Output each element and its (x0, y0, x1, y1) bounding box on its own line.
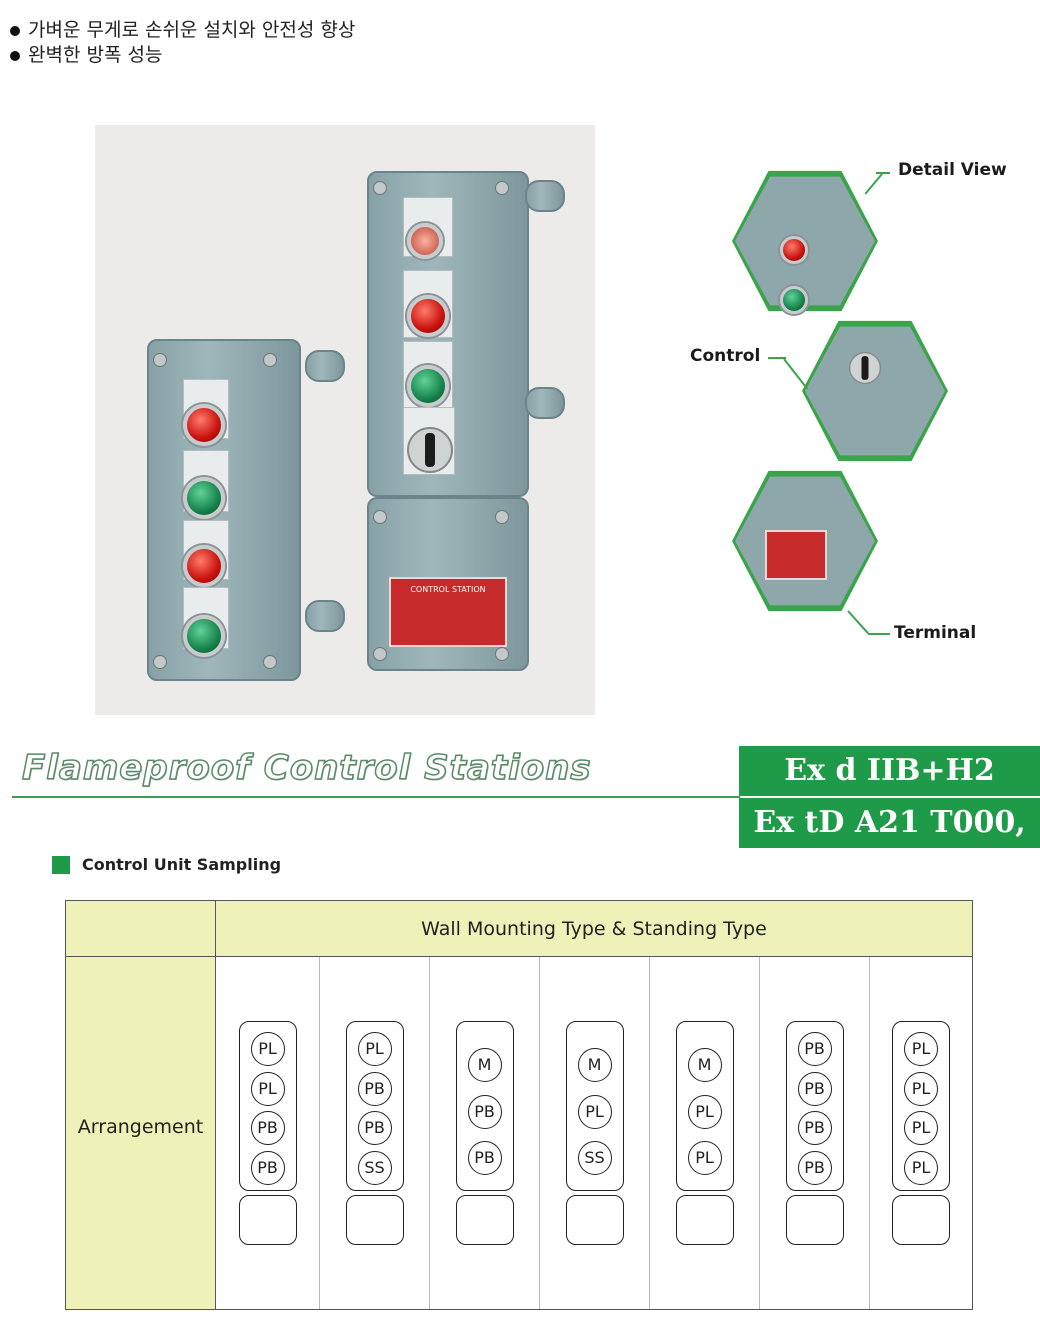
mount-ear (525, 180, 565, 212)
device-symbol: PB (250, 1150, 285, 1185)
table-header: Wall Mounting Type & Standing Type (216, 901, 972, 957)
selector-switch (848, 351, 882, 385)
callout-line (847, 610, 869, 634)
bolt-icon (495, 510, 509, 524)
device-symbol: PL (687, 1141, 722, 1175)
device-symbol: PL (577, 1094, 612, 1129)
arrangement-column: M PB PB (430, 957, 540, 1309)
red-button (780, 236, 808, 264)
device-symbol: PB (797, 1150, 832, 1185)
nameplate: CONTROL STATION (389, 577, 507, 647)
feature-list: 가벼운 무게로 손쉬운 설치와 안전성 향상 완벽한 방폭 성능 (10, 18, 355, 68)
device-symbol: PB (357, 1071, 392, 1106)
terminal-slot (345, 1195, 404, 1245)
device-symbol: PL (687, 1094, 722, 1129)
title-divider (12, 796, 740, 798)
device-symbol: PB (797, 1111, 832, 1145)
page-title: Flameproof Control Stations (21, 747, 592, 789)
table-corner-cell (66, 901, 216, 957)
bullet-icon (10, 50, 20, 61)
device-symbol: PL (904, 1071, 938, 1106)
terminal-slot (785, 1195, 844, 1245)
section-heading: Control Unit Sampling (52, 855, 281, 874)
arrangement-column: PB PB PB PB (760, 957, 870, 1309)
bolt-icon (153, 655, 167, 669)
callout-line (783, 358, 809, 390)
device-enclosure: PL PL PB PB (238, 1021, 297, 1191)
mount-ear (525, 387, 565, 419)
device-symbol: SS (357, 1150, 392, 1185)
red-button (183, 545, 225, 587)
terminal-slot (565, 1195, 624, 1245)
device-symbol: M (687, 1048, 722, 1082)
bolt-icon (373, 647, 387, 661)
feature-item: 가벼운 무게로 손쉬운 설치와 안전성 향상 (10, 18, 355, 43)
arrangement-column: M PL SS (540, 957, 650, 1309)
bolt-icon (495, 647, 509, 661)
control-hex (805, 326, 945, 456)
device-symbol: PL (904, 1150, 938, 1185)
callout-line (868, 633, 890, 635)
terminal-slot (238, 1195, 297, 1245)
nameplate (765, 530, 827, 580)
callout-line (768, 357, 786, 359)
arrangement-column: M PL PL (650, 957, 760, 1309)
terminal-slot (892, 1195, 950, 1245)
device-enclosure: PB PB PB PB (785, 1021, 844, 1191)
terminal-slot (675, 1195, 734, 1245)
row-label: Arrangement (66, 957, 216, 1309)
arrangement-table: Wall Mounting Type & Standing Type Arran… (65, 900, 973, 1310)
green-button (780, 286, 808, 314)
bolt-icon (153, 353, 167, 367)
device-symbol: PB (357, 1111, 392, 1145)
square-bullet-icon (52, 855, 70, 874)
callout-terminal: Terminal (894, 623, 977, 643)
device-symbol: PB (467, 1094, 502, 1129)
device-symbol: PB (797, 1032, 832, 1066)
device-symbol: PL (250, 1032, 285, 1066)
bolt-icon (495, 181, 509, 195)
device-symbol: PL (250, 1071, 285, 1106)
bolt-icon (263, 353, 277, 367)
red-button (183, 404, 225, 446)
device-symbol: PB (797, 1071, 832, 1106)
product-photo: CONTROL STATION (95, 125, 595, 715)
device-enclosure: M PB PB (455, 1021, 514, 1191)
device-enclosure: M PL PL (675, 1021, 734, 1191)
callout-line (876, 172, 890, 174)
bolt-icon (263, 655, 277, 669)
selector-switch (407, 427, 453, 473)
ex-rating-dust: Ex tD A21 T000, IP65 (739, 798, 1040, 890)
mount-ear (305, 600, 345, 632)
callout-detail-view: Detail View (898, 160, 1007, 180)
ex-rating-gas: Ex d IIB+H2 T5,T6 (739, 746, 1040, 838)
callout-line (864, 173, 883, 195)
device-enclosure: M PL SS (565, 1021, 624, 1191)
terminal-slot (455, 1195, 514, 1245)
device-symbol: M (577, 1048, 612, 1082)
green-button (183, 477, 225, 519)
device-symbol: PL (904, 1111, 938, 1145)
green-button (183, 615, 225, 657)
device-enclosure: PL PL PL PL (892, 1021, 950, 1191)
green-button (407, 365, 449, 407)
mount-ear (305, 350, 345, 382)
device-symbol: PB (467, 1141, 502, 1175)
device-symbol: SS (577, 1141, 612, 1175)
device-enclosure: PL PB PB SS (345, 1021, 404, 1191)
bullet-icon (10, 25, 20, 36)
red-button (407, 295, 449, 337)
emergency-button (407, 223, 443, 259)
feature-item: 완벽한 방폭 성능 (10, 43, 355, 68)
bolt-icon (373, 181, 387, 195)
arrangement-column: PL PB PB SS (320, 957, 430, 1309)
arrangement-column: PL PL PL PL (870, 957, 972, 1309)
device-symbol: M (467, 1048, 502, 1082)
arrangement-column: PL PL PB PB (216, 957, 320, 1309)
bolt-icon (373, 510, 387, 524)
device-symbol: PB (250, 1111, 285, 1145)
callout-control: Control (690, 346, 761, 366)
device-symbol: PL (357, 1032, 392, 1066)
device-symbol: PL (904, 1032, 938, 1066)
